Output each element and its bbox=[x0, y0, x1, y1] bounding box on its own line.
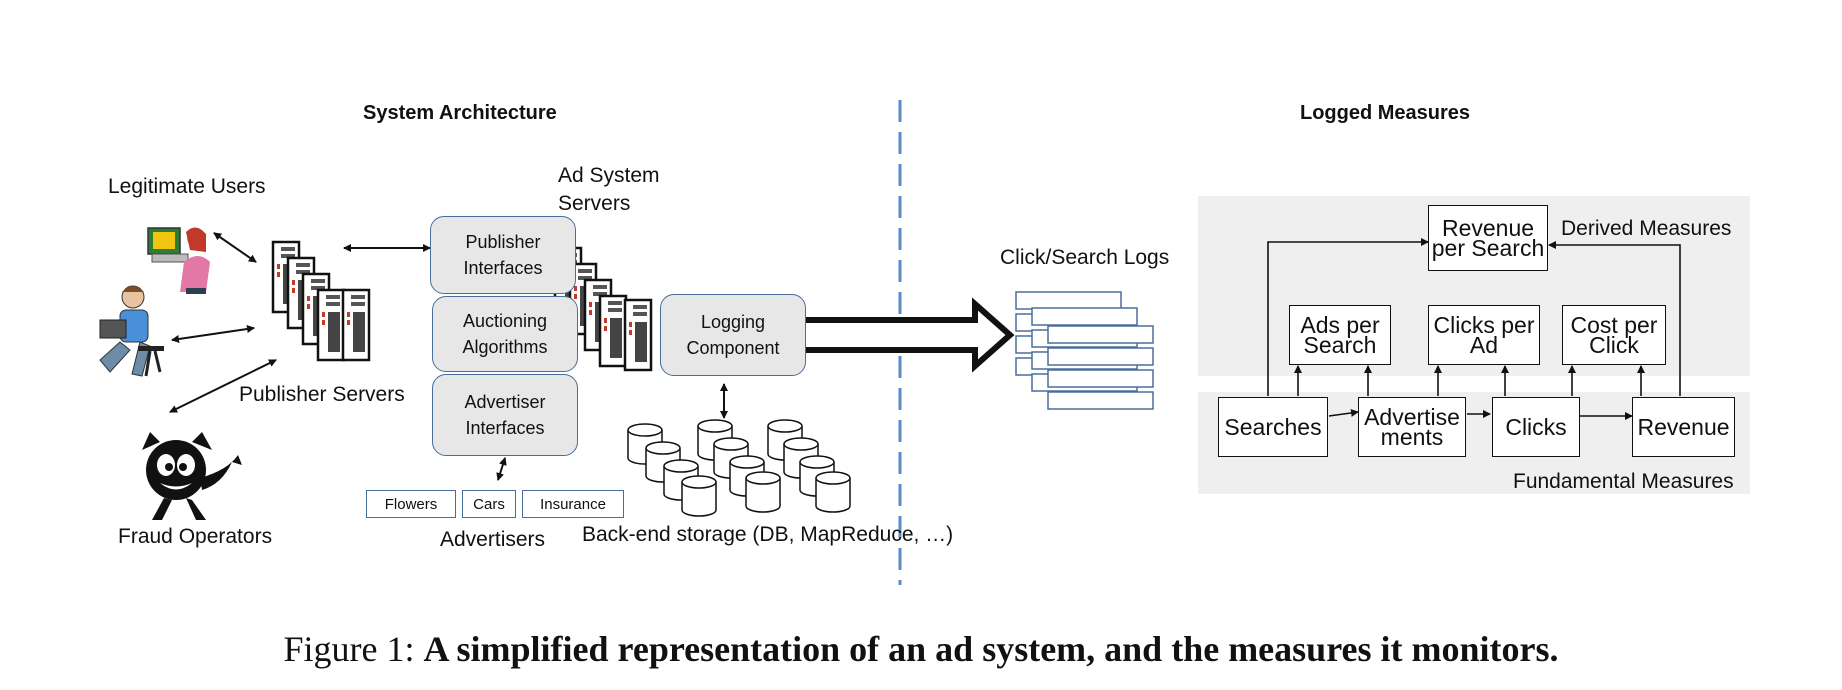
logging-line1: Logging bbox=[700, 312, 766, 332]
ads-per-search-line1: Ads per bbox=[1300, 312, 1380, 338]
revenue-box: Revenue bbox=[1632, 397, 1735, 457]
advertiser-insurance: Insurance bbox=[522, 490, 624, 518]
revenue-per-search-line1: Revenue bbox=[1441, 215, 1535, 241]
figure-caption: Figure 1: A simplified representation of… bbox=[0, 628, 1842, 670]
auctioning-line2: Algorithms bbox=[462, 337, 548, 357]
system-architecture-heading: System Architecture bbox=[363, 102, 557, 124]
advertisers-label: Advertisers bbox=[440, 528, 546, 551]
big-flow-arrow bbox=[806, 297, 1015, 373]
caption-prefix: Figure 1: bbox=[283, 629, 424, 669]
caption-text: A simplified representation of an ad sys… bbox=[423, 629, 1559, 669]
ads-per-search-line2: Search bbox=[1303, 332, 1377, 358]
cost-per-click-line1: Cost per bbox=[1570, 312, 1658, 338]
advertiser-interfaces-line2: Interfaces bbox=[465, 418, 545, 438]
advertiser-interfaces-line1: Advertiser bbox=[464, 392, 546, 412]
legitimate-users-label: Legitimate Users bbox=[108, 175, 266, 198]
clicks-per-ad-line2: Ad bbox=[1469, 332, 1499, 358]
ad-system-servers-label-2: Servers bbox=[558, 192, 631, 215]
revenue-per-search-line2: per Search bbox=[1431, 235, 1545, 261]
derived-measures-label: Derived Measures bbox=[1561, 217, 1732, 240]
fraud-operator-icon bbox=[142, 432, 242, 520]
publisher-interfaces-line1: Publisher bbox=[465, 232, 541, 252]
logging-line2: Component bbox=[686, 338, 780, 358]
fundamental-measures-label: Fundamental Measures bbox=[1513, 470, 1734, 493]
logged-measures-heading: Logged Measures bbox=[1300, 102, 1471, 124]
legitimate-user-icon-1 bbox=[147, 227, 210, 294]
advertisements-line1: Advertise bbox=[1364, 404, 1460, 430]
legitimate-user-icon-2 bbox=[99, 285, 164, 377]
backend-storage-label: Back-end storage (DB, MapReduce, …) bbox=[582, 523, 954, 546]
click-search-logs-label: Click/Search Logs bbox=[1000, 246, 1170, 269]
fraud-operators-label: Fraud Operators bbox=[118, 525, 273, 548]
clicks-per-ad-line1: Clicks per bbox=[1433, 312, 1535, 338]
publisher-servers-label: Publisher Servers bbox=[239, 383, 405, 406]
publisher-interfaces-line2: Interfaces bbox=[463, 258, 543, 278]
advertiser-flowers: Flowers bbox=[366, 490, 456, 518]
searches-box: Searches bbox=[1218, 397, 1328, 457]
auctioning-line1: Auctioning bbox=[462, 311, 548, 331]
cost-per-click-line2: Click bbox=[1589, 332, 1639, 358]
ad-system-servers-label-1: Ad System bbox=[558, 164, 660, 187]
clicks-box: Clicks bbox=[1492, 397, 1580, 457]
advertisements-line2: ments bbox=[1380, 424, 1444, 450]
advertiser-cars: Cars bbox=[462, 490, 516, 518]
